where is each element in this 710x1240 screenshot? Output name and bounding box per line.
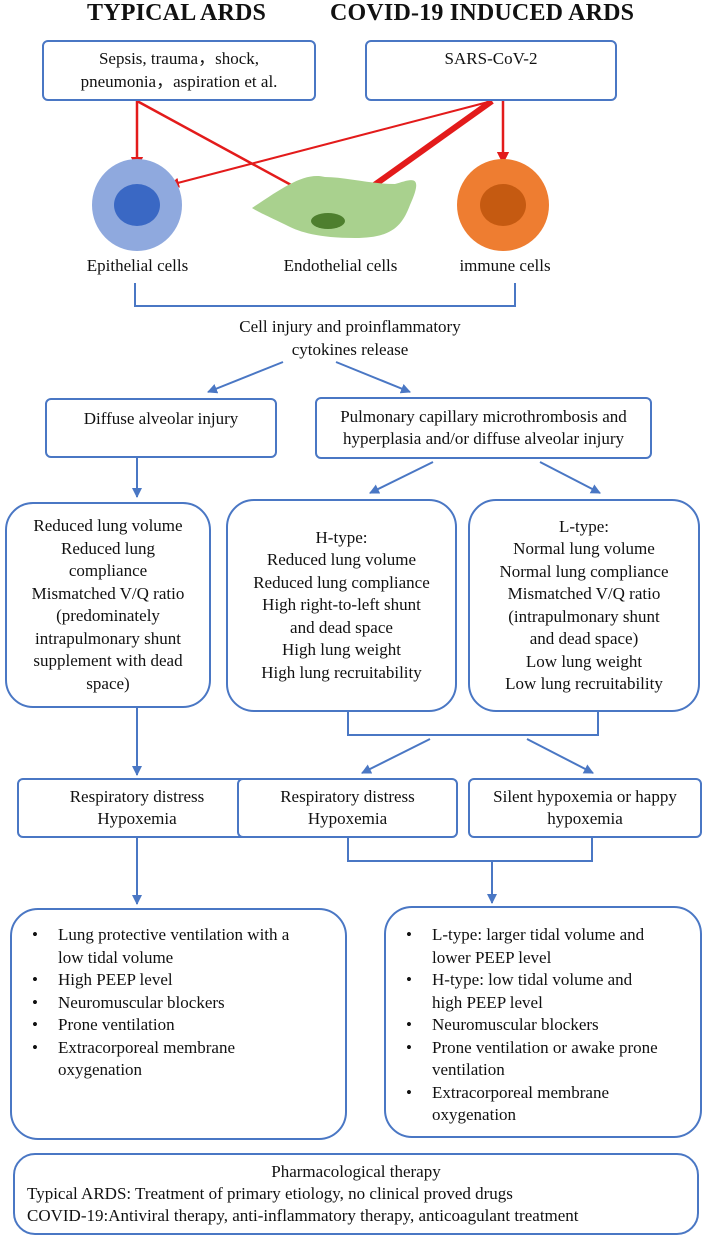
typical-causes-box: Sepsis, trauma，shock, pneumonia，aspirati… — [42, 40, 316, 101]
covid-treatment-item: Prone ventilation or awake proneventilat… — [400, 1037, 658, 1082]
arrow-hl-to-resp — [361, 738, 431, 774]
cell-injury-line1: Cell injury and proinflammatory — [239, 317, 461, 336]
typical-feature-line: space) — [86, 673, 130, 693]
l-type-title: L-type: — [558, 516, 610, 536]
l-type-box: L-type: Normal lung volume Normal lung c… — [468, 499, 700, 712]
pulmonary-line1: Pulmonary capillary microthrombosis and — [340, 406, 627, 426]
silent-line1: Silent hypoxemia or happy — [493, 786, 677, 806]
pharma-title: Pharmacological therapy — [271, 1162, 441, 1181]
hl-bracket — [347, 712, 599, 736]
typical-treatment-item: Neuromuscular blockers — [26, 992, 289, 1015]
pharmacological-box: Pharmacological therapy Typical ARDS: Tr… — [13, 1153, 699, 1235]
pulmonary-capillary-box: Pulmonary capillary microthrombosis and … — [315, 397, 652, 459]
typical-features-box: Reduced lung volume Reduced lung complia… — [5, 502, 211, 708]
epithelial-cells-label: Epithelial cells — [86, 256, 189, 275]
arrow-hl-to-silent — [526, 738, 594, 774]
covid-treatment-item: Neuromuscular blockers — [400, 1014, 658, 1037]
header-typical-ards: TYPICAL ARDS — [87, 0, 267, 26]
resp-typical-line2: Hypoxemia — [97, 809, 177, 828]
typical-feature-line: intrapulmonary shunt — [35, 628, 181, 648]
resp-distress-typical-box: Respiratory distress Hypoxemia — [17, 778, 257, 838]
typical-causes-line1: Sepsis, trauma，shock, — [98, 49, 260, 68]
pharma-covid: COVID-19:Antiviral therapy, anti-inflamm… — [27, 1206, 579, 1225]
typical-treatment-item: High PEEP level — [26, 969, 289, 992]
h-type-line: Reduced lung volume — [266, 550, 417, 570]
pharma-typical: Typical ARDS: Treatment of primary etiol… — [27, 1184, 513, 1203]
typical-causes-line2: pneumonia，aspiration et al. — [80, 71, 278, 91]
resp-typical-line1: Respiratory distress — [69, 786, 205, 806]
arrow-injury-to-pulmonary — [335, 361, 411, 394]
l-type-line: Low lung recruitability — [505, 674, 663, 693]
h-type-line: High right-to-left shunt — [262, 595, 421, 615]
l-type-line: Normal lung volume — [513, 539, 655, 558]
l-type-line: Mismatched V/Q ratio — [507, 584, 661, 603]
l-type-line: Normal lung compliance — [499, 561, 669, 581]
arrow-covid-to-endothelial — [350, 98, 494, 204]
covid-cause-box: SARS-CoV-2 — [365, 40, 617, 101]
typical-treatment-item: Prone ventilation — [26, 1014, 289, 1037]
arrow-covid-to-epithelial — [169, 100, 493, 188]
arrow-injury-to-diffuse — [207, 361, 284, 394]
h-type-title: H-type: — [315, 527, 368, 547]
typical-feature-line: (predominately — [56, 606, 160, 625]
h-type-line: High lung weight — [282, 640, 401, 660]
h-type-line: Reduced lung compliance — [253, 572, 430, 592]
resp-covid-line1: Respiratory distress — [280, 786, 415, 806]
typical-feature-line: supplement with dead — [33, 651, 183, 670]
resp-covid-line2: Hypoxemia — [307, 809, 388, 828]
arrow-typical-to-endothelial — [136, 99, 317, 200]
silent-hypoxemia-box: Silent hypoxemia or happy hypoxemia — [468, 778, 702, 838]
arrow-pulmonary-to-ltype — [539, 461, 601, 494]
diffuse-alveolar-box: Diffuse alveolar injury — [45, 398, 277, 458]
typical-feature-line: Reduced lung — [61, 538, 155, 558]
resp-silent-bracket — [347, 838, 593, 862]
immune-cells-label: immune cells — [459, 256, 551, 275]
endothelial-cells-label: Endothelial cells — [283, 256, 398, 275]
l-type-line: Low lung weight — [525, 651, 643, 671]
cell-injury-text: Cell injury and proinflammatory cytokine… — [200, 316, 500, 361]
l-type-line: and dead space) — [529, 629, 639, 648]
typical-feature-line: compliance — [68, 561, 148, 580]
cells-bracket — [134, 283, 516, 307]
typical-feature-line: Mismatched V/Q ratio — [31, 583, 185, 603]
resp-distress-covid-box: Respiratory distress Hypoxemia — [237, 778, 458, 838]
h-type-line: and dead space — [290, 617, 393, 637]
cell-injury-line2: cytokines release — [291, 339, 409, 359]
pulmonary-line2: hyperplasia and/or diffuse alveolar inju… — [342, 429, 625, 448]
h-type-line: High lung recruitability — [261, 662, 422, 682]
arrow-pulmonary-to-htype — [369, 461, 434, 494]
silent-line2: hypoxemia — [547, 809, 623, 828]
covid-cause-label: SARS-CoV-2 — [444, 49, 538, 68]
diffuse-alveolar-label: Diffuse alveolar injury — [83, 409, 239, 428]
h-type-box: H-type: Reduced lung volume Reduced lung… — [226, 499, 457, 712]
l-type-line: (intrapulmonary shunt — [508, 606, 660, 626]
typical-feature-line: Reduced lung volume — [33, 516, 183, 535]
header-covid-ards: COVID-19 INDUCED ARDS — [330, 0, 635, 26]
